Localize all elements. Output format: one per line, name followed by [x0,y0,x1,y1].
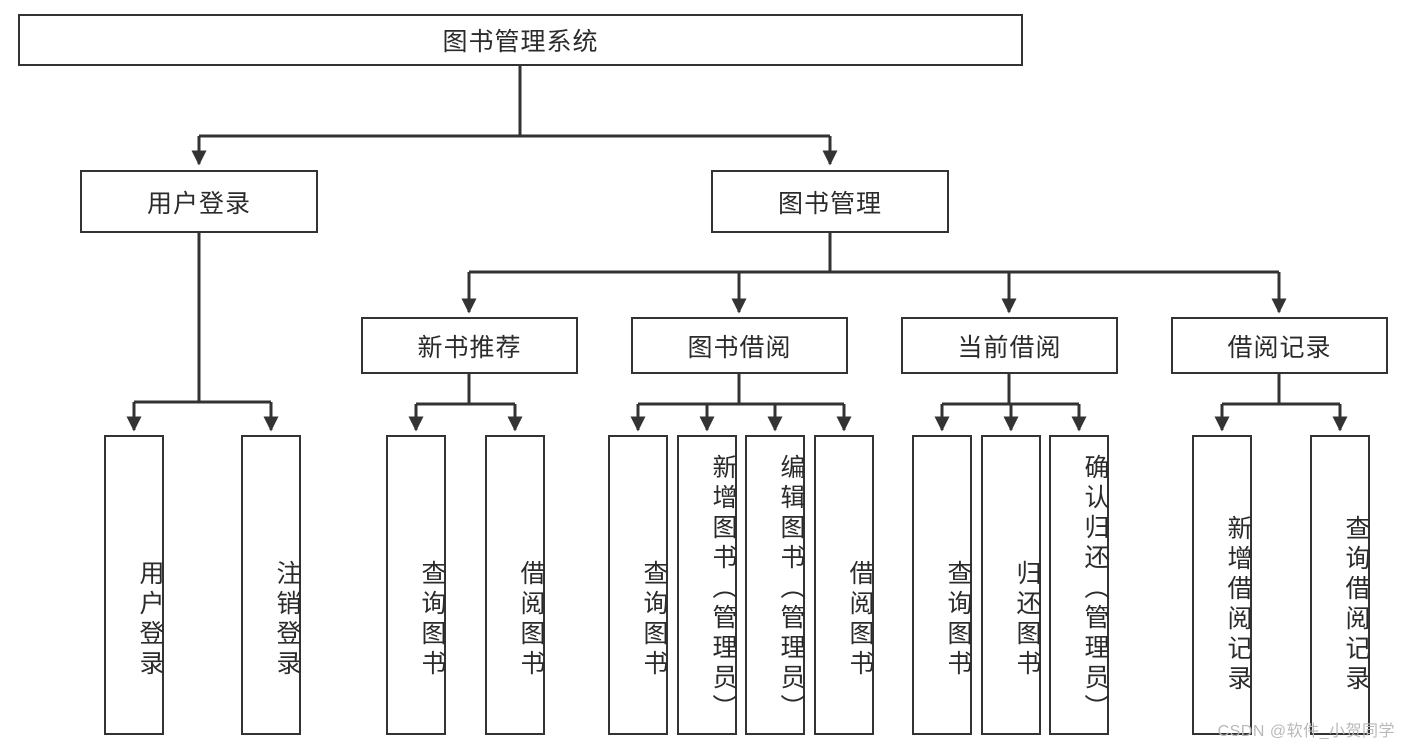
node-label: 借阅记录 [1227,333,1332,362]
node-label: 新增图书（管理员） [709,454,737,724]
leaf-borrow-book-recommend[interactable]: 借阅图书 [485,435,545,735]
node-label: 图书管理系统 [442,28,599,56]
node-label: 用户登录 [146,189,251,218]
leaf-add-borrow-record[interactable]: 新增借阅记录 [1192,435,1252,735]
node-label: 查询图书 [640,560,668,680]
leaf-add-book-admin[interactable]: 新增图书（管理员） [677,435,737,735]
leaf-return-book[interactable]: 归还图书 [981,435,1041,735]
node-label: 借阅图书 [846,560,874,680]
node-root-system[interactable]: 图书管理系统 [18,14,1023,66]
node-label: 查询图书 [944,560,972,680]
node-user-login[interactable]: 用户登录 [80,170,318,233]
node-label: 注销登录 [273,560,301,680]
node-label: 图书管理 [777,189,882,218]
node-label: 新书推荐 [417,333,522,362]
node-label: 查询图书 [418,560,446,680]
leaf-confirm-return-admin[interactable]: 确认归还（管理员） [1049,435,1109,735]
leaf-edit-book-admin[interactable]: 编辑图书（管理员） [745,435,805,735]
leaf-user-login[interactable]: 用户登录 [104,435,164,735]
node-label: 图书借阅 [687,333,792,362]
watermark-text: CSDN @软件_小贺同学 [1217,723,1395,740]
leaf-query-book-current[interactable]: 查询图书 [912,435,972,735]
node-book-borrow[interactable]: 图书借阅 [631,317,848,374]
node-label: 当前借阅 [957,333,1062,362]
node-label: 查询借阅记录 [1342,515,1370,695]
node-current-borrow[interactable]: 当前借阅 [901,317,1118,374]
leaf-query-borrow-record[interactable]: 查询借阅记录 [1310,435,1370,735]
leaf-query-book-recommend[interactable]: 查询图书 [386,435,446,735]
leaf-logout[interactable]: 注销登录 [241,435,301,735]
node-label: 确认归还（管理员） [1081,454,1109,724]
leaf-query-book-borrow[interactable]: 查询图书 [608,435,668,735]
node-label: 借阅图书 [517,560,545,680]
node-new-book-recommend[interactable]: 新书推荐 [361,317,578,374]
node-label: 编辑图书（管理员） [777,454,805,724]
node-label: 用户登录 [136,560,164,680]
node-label: 归还图书 [1013,560,1041,680]
node-book-management[interactable]: 图书管理 [711,170,949,233]
node-label: 新增借阅记录 [1224,515,1252,695]
node-borrow-record[interactable]: 借阅记录 [1171,317,1388,374]
leaf-borrow-book-borrow[interactable]: 借阅图书 [814,435,874,735]
